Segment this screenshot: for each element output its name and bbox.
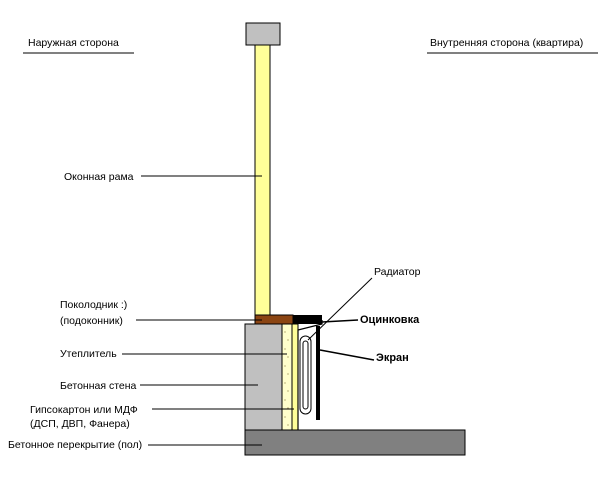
concrete-floor-slab xyxy=(244,429,466,456)
radiator-inner xyxy=(302,340,309,410)
label-sill-line2: (подоконник) xyxy=(60,315,123,327)
label-floor-slab: Бетонное перекрытие (пол) xyxy=(8,439,142,451)
label-screen: Экран xyxy=(376,352,409,364)
label-insulation: Утеплитель xyxy=(60,348,117,360)
label-radiator: Радиатор xyxy=(374,266,421,278)
window-frame-top-block xyxy=(245,22,281,46)
heading-outside: Наружная сторона xyxy=(28,37,119,49)
radiator-screen xyxy=(316,326,320,420)
label-drywall-line2: (ДСП, ДВП, Фанера) xyxy=(30,418,130,430)
label-sill-line1: Поколодник :) xyxy=(60,299,127,311)
galvanized-sheet xyxy=(293,315,322,324)
insulation-dots xyxy=(284,331,289,426)
label-window-frame: Оконная рама xyxy=(64,171,134,183)
concrete-wall xyxy=(244,323,283,431)
label-drywall-line1: Гипсокартон или МДФ xyxy=(30,404,138,416)
window-frame xyxy=(254,44,271,316)
heading-inside: Внутренняя сторона (квартира) xyxy=(430,37,583,49)
label-galvanized: Оцинковка xyxy=(360,314,420,326)
leader-galvanized xyxy=(321,319,359,323)
leader-radiator xyxy=(307,277,373,341)
drywall-layer xyxy=(291,323,299,431)
label-concrete-wall: Бетонная стена xyxy=(60,380,137,392)
insulation-layer xyxy=(281,323,293,431)
leader-screen xyxy=(319,349,375,361)
